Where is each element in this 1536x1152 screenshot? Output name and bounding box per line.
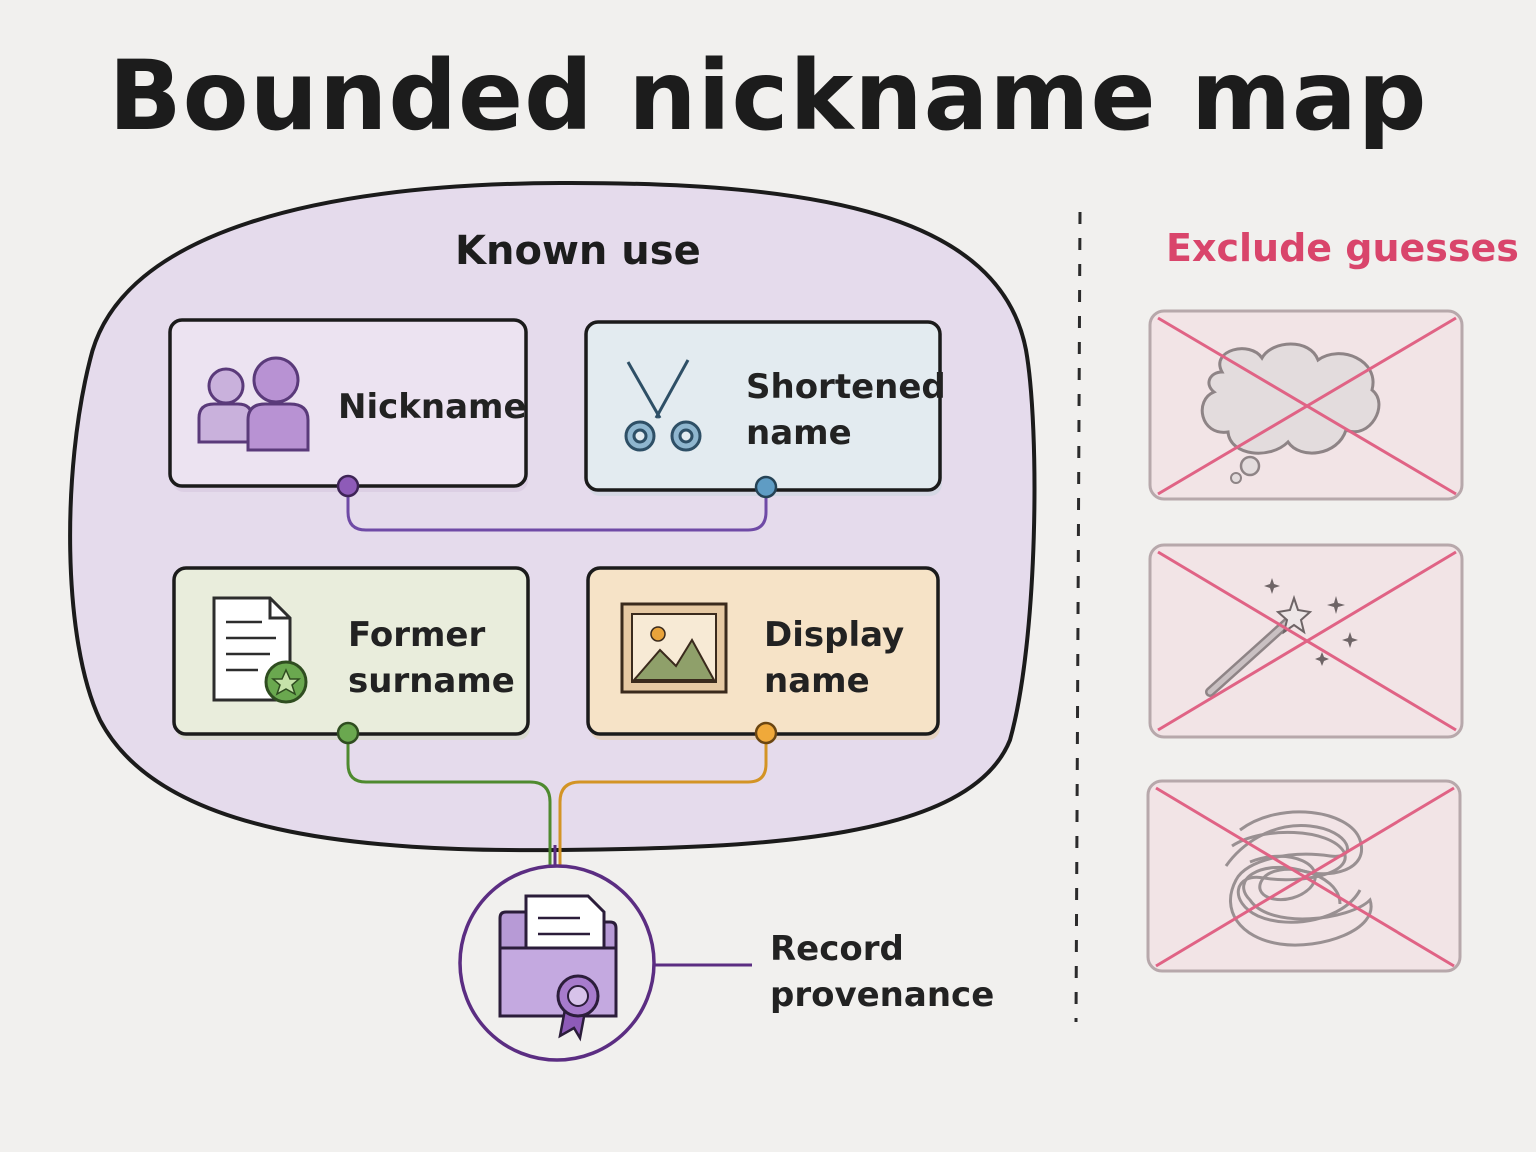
card-label-former-surname: Former surname [348,615,515,701]
document-star-icon [212,596,308,704]
connector-dot-nickname [336,474,360,498]
page-title: Bounded nickname map [108,40,1428,152]
exclude-thought-panel [1148,309,1464,501]
connector-nickname-shortened [346,487,768,532]
record-provenance-label: Record provenance [770,929,995,1015]
card-label-display-name: Display name [764,615,905,701]
card-shortened-name [584,320,942,496]
image-frame-icon [620,602,728,694]
card-label-shortened-name: Shortened name [746,367,946,453]
card-label-nickname: Nickname [338,387,527,427]
exclude-scribble-panel [1146,779,1462,973]
connector-dot-shortened [754,475,778,499]
known-use-region [68,180,1037,853]
connector-former [346,733,552,870]
folder-certificate-icon [498,894,618,1042]
divider-dashed [1074,211,1082,1023]
exclude-guesses-heading: Exclude guesses [1166,226,1519,270]
connector-dot-former [336,721,360,745]
magic-wand-icon [1205,578,1358,697]
known-use-heading: Known use [455,228,701,274]
people-icon [197,356,310,452]
scissors-icon [624,359,702,452]
exclude-wand-panel [1148,543,1464,739]
connector-display [558,733,768,870]
connector-dot-display [754,721,778,745]
